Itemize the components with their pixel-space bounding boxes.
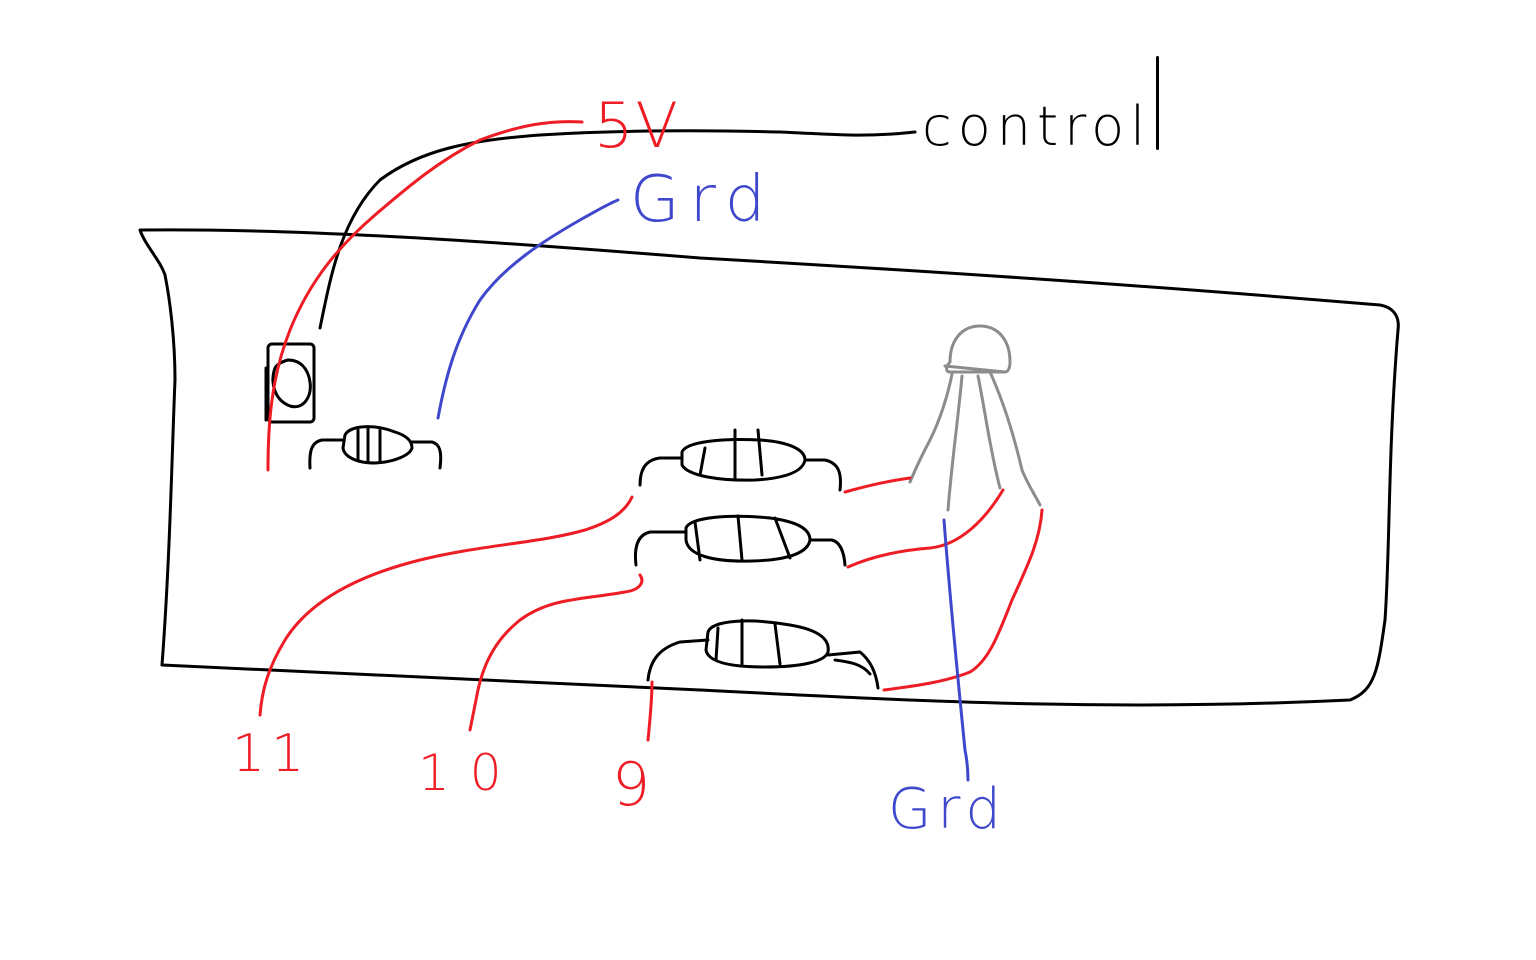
pin-9-label: 9 xyxy=(612,750,657,820)
resistor xyxy=(308,425,443,470)
pin-10-label: 10 xyxy=(418,744,522,802)
ground-label-bottom: Grd xyxy=(888,777,1007,842)
power-wires xyxy=(258,120,1044,742)
control-label: control xyxy=(922,95,1152,158)
resistor xyxy=(633,514,847,567)
led-wire-1 xyxy=(843,476,912,494)
control-wire-end-mark xyxy=(1156,56,1159,150)
resistor xyxy=(638,428,842,492)
ground-wires xyxy=(436,198,970,782)
breadboard-outline xyxy=(138,228,1400,707)
resistor xyxy=(646,618,880,690)
pin-10-wire xyxy=(468,573,644,732)
pin-11-label: 11 xyxy=(232,724,311,784)
five-volt-wire xyxy=(266,120,584,472)
ground-label-top: Grd xyxy=(630,163,776,237)
ground-wire-top xyxy=(436,198,620,420)
pin-11-wire xyxy=(258,495,634,717)
ground-wire-bottom xyxy=(942,518,970,782)
five-volt-label: 5V xyxy=(594,89,680,162)
led-wire-3 xyxy=(882,508,1044,692)
led-wire-2 xyxy=(846,488,1005,569)
push-button xyxy=(264,342,316,424)
rgb-led xyxy=(908,324,1042,512)
pin-9-wire xyxy=(646,680,654,742)
control-wire xyxy=(318,129,917,330)
